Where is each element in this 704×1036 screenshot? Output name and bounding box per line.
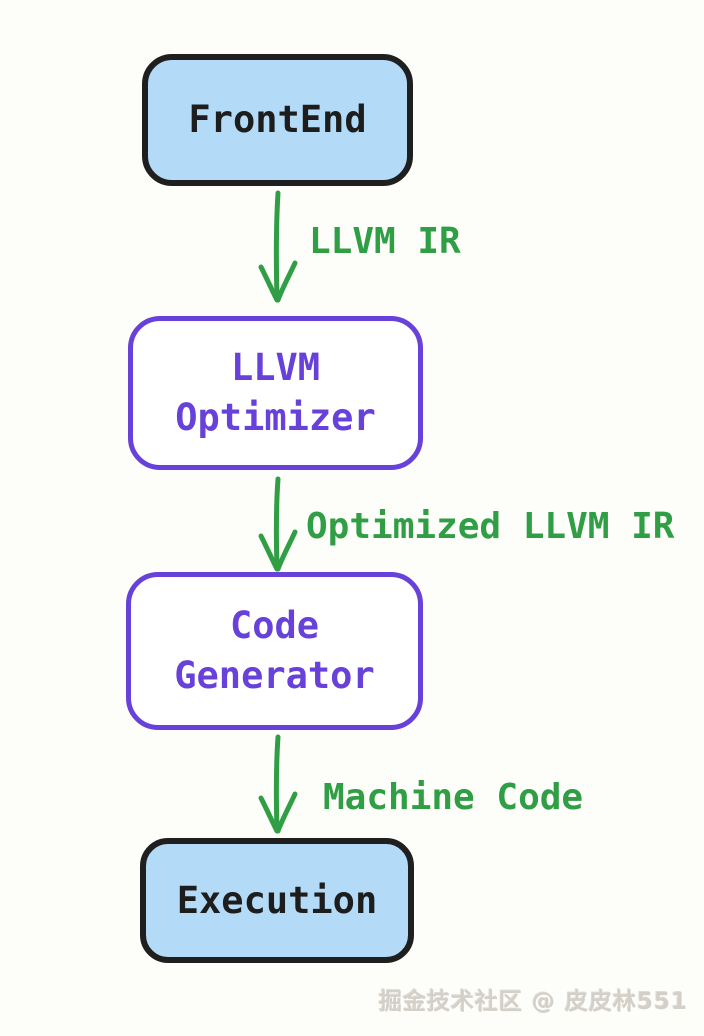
node-code-generator-label-line1: Code bbox=[229, 604, 320, 648]
edge-label-machine-code: Machine Code bbox=[323, 777, 584, 818]
edge-label-optimized-llvm-ir: Optimized LLVM IR bbox=[306, 506, 675, 547]
node-llvm-optimizer: LLVM Optimizer bbox=[128, 316, 423, 470]
flow-arrow-frontend-to-optimizer-icon bbox=[258, 190, 298, 303]
node-frontend: FrontEnd bbox=[142, 54, 413, 186]
flow-arrow-optimizer-to-codegen-icon bbox=[258, 476, 298, 572]
node-frontend-label: FrontEnd bbox=[188, 98, 367, 142]
node-llvm-optimizer-label-line2: Optimizer bbox=[175, 396, 376, 439]
node-execution-label: Execution bbox=[176, 878, 378, 922]
node-code-generator-label-line2: Generator bbox=[174, 654, 375, 697]
watermark-credit: 掘金技术社区 @ 皮皮林551 bbox=[378, 989, 688, 1015]
node-execution: Execution bbox=[140, 838, 414, 963]
flow-arrow-codegen-to-execution-icon bbox=[258, 734, 298, 834]
edge-label-llvm-ir: LLVM IR bbox=[309, 221, 461, 262]
node-llvm-optimizer-label-line1: LLVM bbox=[230, 346, 321, 390]
node-code-generator: Code Generator bbox=[126, 572, 423, 730]
